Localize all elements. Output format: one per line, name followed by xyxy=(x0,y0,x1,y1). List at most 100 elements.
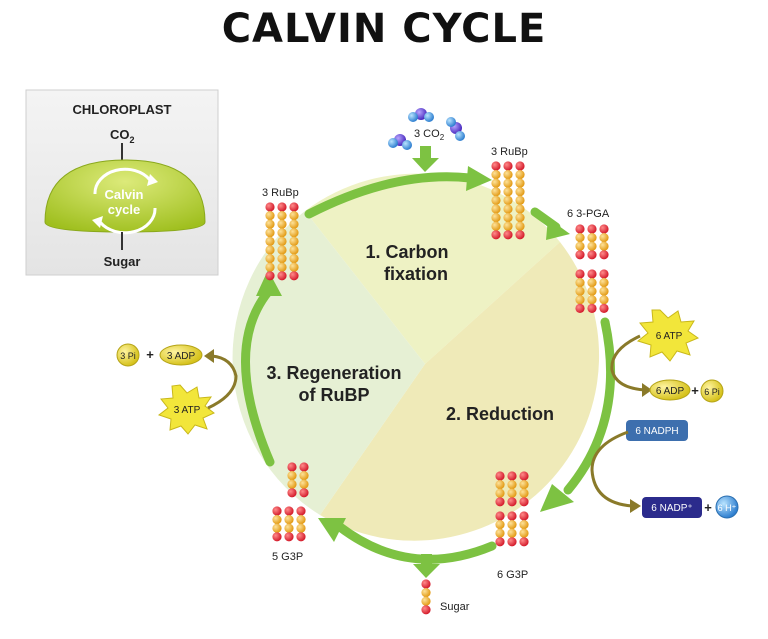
phosphate-atom xyxy=(503,230,513,240)
atp-3-label: 3 ATP xyxy=(174,405,201,416)
carbon-atom xyxy=(287,479,297,489)
carbon-atom xyxy=(296,515,306,525)
atp-left-arrowhead xyxy=(204,349,214,363)
carbon-atom xyxy=(277,245,287,255)
h-6-label: 6 H⁺ xyxy=(718,503,737,513)
carbon-atom xyxy=(587,295,597,305)
inset-heading: CHLOROPLAST xyxy=(73,102,172,117)
carbon-atom xyxy=(272,515,282,525)
phosphate-atom xyxy=(515,230,525,240)
phosphate-atom xyxy=(491,161,501,171)
adp-3-pill xyxy=(159,344,203,366)
carbon-atom xyxy=(515,213,525,223)
phosphate-atom xyxy=(519,537,529,547)
phosphate-atom xyxy=(495,511,505,521)
carbon-atom xyxy=(575,278,585,288)
carbon-atom xyxy=(599,286,609,296)
co2-molecule-atom xyxy=(455,131,465,141)
carbon-atom xyxy=(491,213,501,223)
atp-right-curve xyxy=(610,334,646,392)
phosphate-atom xyxy=(299,462,309,472)
phosphate-atom xyxy=(587,224,597,234)
sugar-arrow-shaft xyxy=(421,554,432,566)
phosphate-atom xyxy=(599,269,609,279)
carbon-atom xyxy=(587,278,597,288)
cycle-wheel xyxy=(232,173,600,541)
carbon-atom xyxy=(587,286,597,296)
phosphate-atom xyxy=(507,471,517,481)
carbon-atom xyxy=(289,211,299,221)
carbon-atom xyxy=(507,528,517,538)
phase3-label-line1: 3. Regeneration xyxy=(266,363,401,383)
nadph-6-label: 6 NADPH xyxy=(635,426,678,437)
phosphate-atom xyxy=(503,161,513,171)
chloroplast-shape xyxy=(44,159,206,233)
carbon-atom xyxy=(277,236,287,246)
phosphate-atom xyxy=(265,202,275,212)
carbon-atom xyxy=(519,520,529,530)
phosphate-atom xyxy=(287,462,297,472)
carbon-atom xyxy=(491,187,501,197)
phosphate-atom xyxy=(599,224,609,234)
carbon-atom xyxy=(265,228,275,238)
carbon-atom xyxy=(277,211,287,221)
carbon-atom xyxy=(491,204,501,214)
cycle-arrowheads xyxy=(256,166,574,542)
phosphate-atom xyxy=(272,532,282,542)
phosphate-atom xyxy=(507,497,517,507)
sugar-arrowhead xyxy=(413,564,440,578)
carbon-atom xyxy=(515,178,525,188)
phosphate-atom xyxy=(491,230,501,240)
carbon-atom xyxy=(587,241,597,251)
nadph-arrowhead xyxy=(630,499,641,513)
pi-3-ball xyxy=(116,343,140,367)
phase3-label-line2: of RuBP xyxy=(299,385,370,405)
carbon-atom xyxy=(495,528,505,538)
carbon-atom xyxy=(599,241,609,251)
atp-reaction-left: 3 ATP 3 ADP + 3 Pi xyxy=(116,343,238,435)
phosphate-atom xyxy=(289,271,299,281)
phosphate-atom xyxy=(421,605,431,615)
inset-arrowhead-bottom xyxy=(92,216,103,228)
carbon-atom xyxy=(272,523,282,533)
svg-text:3 CO2: 3 CO2 xyxy=(414,128,445,142)
molecule-chains xyxy=(265,161,609,615)
carbon-atom xyxy=(575,295,585,305)
carbon-atom xyxy=(503,213,513,223)
inset-co2-subscript: 2 xyxy=(130,135,135,145)
carbon-atom xyxy=(265,245,275,255)
phosphate-atom xyxy=(296,532,306,542)
carbon-atom xyxy=(287,471,297,481)
cycle-arrow-left xyxy=(241,287,275,467)
arrowhead-left xyxy=(256,270,282,296)
carbon-atom xyxy=(507,520,517,530)
carbon-atom xyxy=(265,262,275,272)
g3p-5-label: 5 G3P xyxy=(272,551,303,563)
arrowhead-top xyxy=(466,166,492,191)
carbon-atom xyxy=(575,233,585,243)
co2-input: 3 CO2 xyxy=(388,108,465,172)
sugar-label: Sugar xyxy=(440,601,470,613)
phase2-label: 2. Reduction xyxy=(446,404,554,424)
carbon-atom xyxy=(507,488,517,498)
plus-sign: + xyxy=(704,500,712,515)
phosphate-atom xyxy=(575,303,585,313)
pi-6-ball xyxy=(700,379,724,403)
carbon-atom xyxy=(299,471,309,481)
carbon-atom xyxy=(515,195,525,205)
adp-6-label: 6 ADP xyxy=(656,386,685,397)
carbon-atom xyxy=(277,219,287,229)
carbon-atom xyxy=(515,221,525,231)
phosphate-atom xyxy=(575,250,585,260)
carbon-atom xyxy=(495,488,505,498)
chloroplast-inset: CHLOROPLAST CO2 Calvin cycle Sugar xyxy=(25,89,219,276)
carbon-atom xyxy=(277,254,287,264)
carbon-atom xyxy=(503,195,513,205)
pi-3-label: 3 Pi xyxy=(120,351,136,361)
carbon-atom xyxy=(265,254,275,264)
co2-molecule-atom xyxy=(424,112,434,122)
carbon-atom xyxy=(265,236,275,246)
svg-text:CO2: CO2 xyxy=(110,127,135,145)
nadph-reaction: 6 NADPH 6 NADP⁺ + 6 H⁺ xyxy=(590,420,739,519)
atp-reaction-right: 6 ATP 6 ADP + 6 Pi xyxy=(610,309,724,403)
